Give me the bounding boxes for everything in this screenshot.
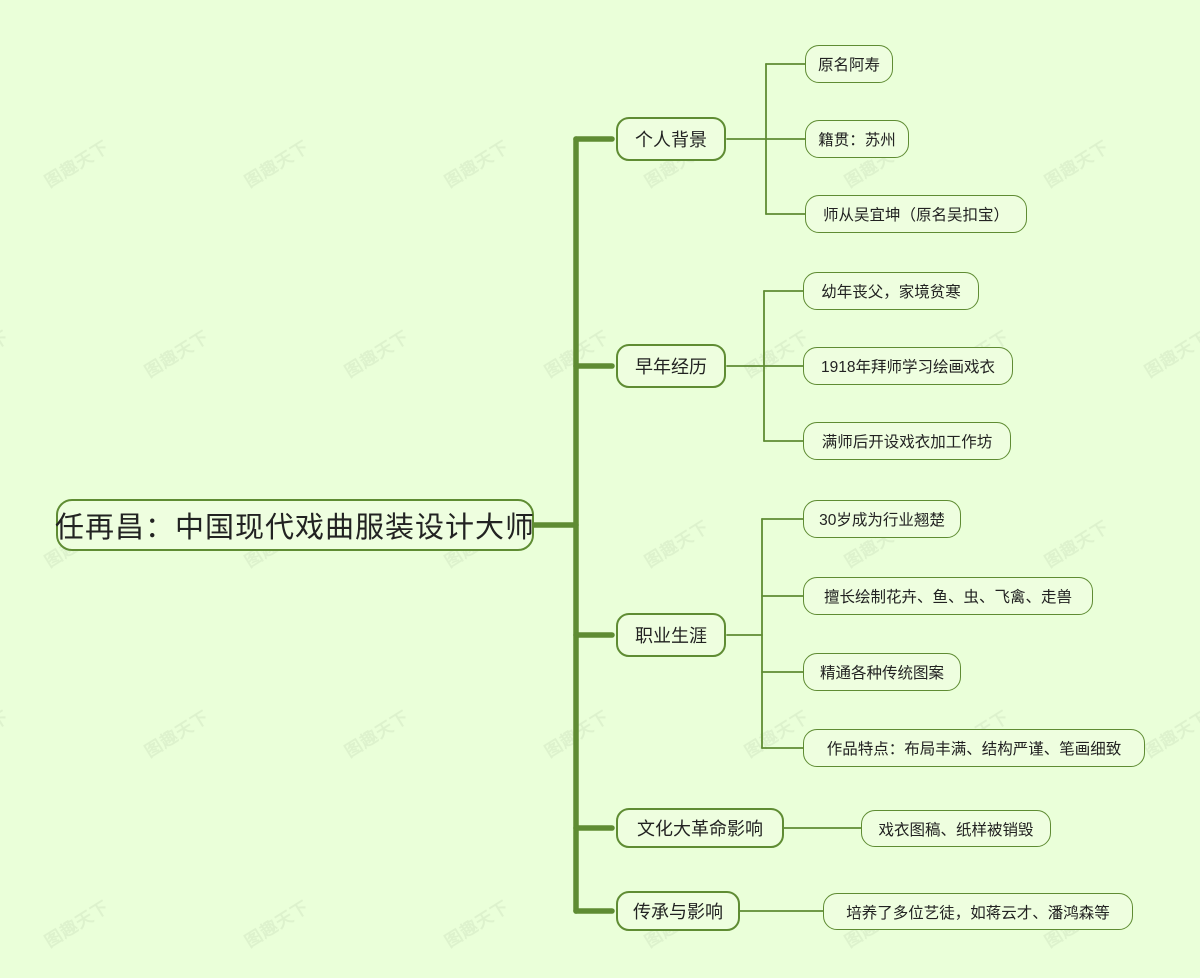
leaf-node-label: 戏衣图稿、纸样被销毁	[878, 821, 1034, 839]
watermark-text: 图趣天下	[441, 897, 514, 953]
watermark-text: 图趣天下	[741, 327, 814, 383]
mindmap-leaf-node-0-2[interactable]: 师从吴宜坤（原名吴扣宝）	[805, 195, 1027, 233]
leaf-node-label: 籍贯：苏州	[818, 132, 896, 149]
mindmap-branch-node-0[interactable]: 个人背景	[616, 117, 726, 161]
mindmap-branch-node-3[interactable]: 文化大革命影响	[616, 808, 784, 848]
leaf-node-label: 培养了多位艺徒，如蒋云才、潘鸿森等	[846, 904, 1110, 922]
watermark-text: 图趣天下	[441, 137, 514, 193]
branch-node-label: 传承与影响	[633, 902, 723, 922]
leaf-node-label: 精通各种传统图案	[819, 665, 944, 682]
watermark-text: 图趣天下	[541, 707, 614, 763]
branch-node-label: 文化大革命影响	[637, 819, 763, 839]
watermark-text: 图趣天下	[1141, 707, 1200, 763]
mindmap-leaf-node-1-2[interactable]: 满师后开设戏衣加工作坊	[803, 422, 1011, 460]
mindmap-branch-node-2[interactable]: 职业生涯	[616, 613, 726, 657]
root-node-label: 任再昌：中国现代戏曲服装设计大师	[55, 512, 536, 544]
watermark-text: 图趣天下	[741, 707, 814, 763]
watermark-text: 图趣天下	[939, 0, 1013, 2]
watermark-text: 图趣天下	[339, 0, 413, 2]
watermark-text: 图趣天下	[0, 0, 13, 2]
mindmap-leaf-node-2-0[interactable]: 30岁成为行业翘楚	[803, 500, 961, 538]
mindmap-leaf-node-2-1[interactable]: 擅长绘制花卉、鱼、虫、飞禽、走兽	[803, 577, 1093, 615]
watermark-text: 图趣天下	[0, 327, 14, 383]
leaf-node-label: 幼年丧父，家境贫寒	[821, 284, 961, 301]
leaf-node-label: 原名阿寿	[818, 57, 881, 74]
leaf-node-label: 1918年拜师学习绘画戏衣	[821, 359, 995, 376]
watermark-text: 图趣天下	[41, 137, 114, 193]
leaf-node-label: 30岁成为行业翘楚	[819, 512, 945, 529]
branch-node-label: 职业生涯	[635, 626, 707, 646]
branch-node-label: 早年经历	[635, 357, 707, 377]
watermark-text: 图趣天下	[241, 897, 314, 953]
leaf-node-label: 满师后开设戏衣加工作坊	[821, 434, 993, 451]
watermark-text: 图趣天下	[41, 897, 114, 953]
watermark-text: 图趣天下	[141, 327, 214, 383]
mindmap-leaf-node-3-0[interactable]: 戏衣图稿、纸样被销毁	[861, 810, 1051, 847]
mindmap-branch-node-1[interactable]: 早年经历	[616, 344, 726, 388]
mindmap-leaf-node-1-0[interactable]: 幼年丧父，家境贫寒	[803, 272, 979, 310]
watermark-text: 图趣天下	[341, 327, 414, 383]
watermark-text: 图趣天下	[641, 517, 714, 573]
watermark-text: 图趣天下	[241, 137, 314, 193]
watermark-text: 图趣天下	[139, 0, 213, 2]
leaf-node-label: 作品特点：布局丰满、结构严谨、笔画细致	[826, 741, 1122, 758]
mindmap-leaf-node-2-3[interactable]: 作品特点：布局丰满、结构严谨、笔画细致	[803, 729, 1145, 767]
mindmap-root-node[interactable]: 任再昌：中国现代戏曲服装设计大师	[55, 499, 536, 551]
watermark-text: 图趣天下	[341, 707, 414, 763]
watermark-text: 图趣天下	[1041, 137, 1114, 193]
mindmap-leaf-node-2-2[interactable]: 精通各种传统图案	[803, 653, 961, 691]
watermark-text: 图趣天下	[541, 327, 614, 383]
branch-node-label: 个人背景	[635, 130, 707, 150]
watermark-text: 图趣天下	[1041, 517, 1114, 573]
leaf-node-label: 擅长绘制花卉、鱼、虫、飞禽、走兽	[823, 589, 1072, 606]
watermark-text: 图趣天下	[739, 0, 813, 2]
leaf-node-label: 师从吴宜坤（原名吴扣宝）	[822, 207, 1009, 224]
watermark-text: 图趣天下	[1139, 0, 1200, 2]
watermark-text: 图趣天下	[141, 707, 214, 763]
watermark-text: 图趣天下	[539, 0, 613, 2]
mindmap-leaf-node-4-0[interactable]: 培养了多位艺徒，如蒋云才、潘鸿森等	[823, 893, 1133, 930]
mindmap-leaf-node-0-1[interactable]: 籍贯：苏州	[805, 120, 909, 158]
mindmap-leaf-node-1-1[interactable]: 1918年拜师学习绘画戏衣	[803, 347, 1013, 385]
mindmap-leaf-node-0-0[interactable]: 原名阿寿	[805, 45, 893, 83]
watermark-text: 图趣天下	[0, 707, 14, 763]
mindmap-branch-node-4[interactable]: 传承与影响	[616, 891, 740, 931]
watermark-text: 图趣天下	[1141, 327, 1200, 383]
